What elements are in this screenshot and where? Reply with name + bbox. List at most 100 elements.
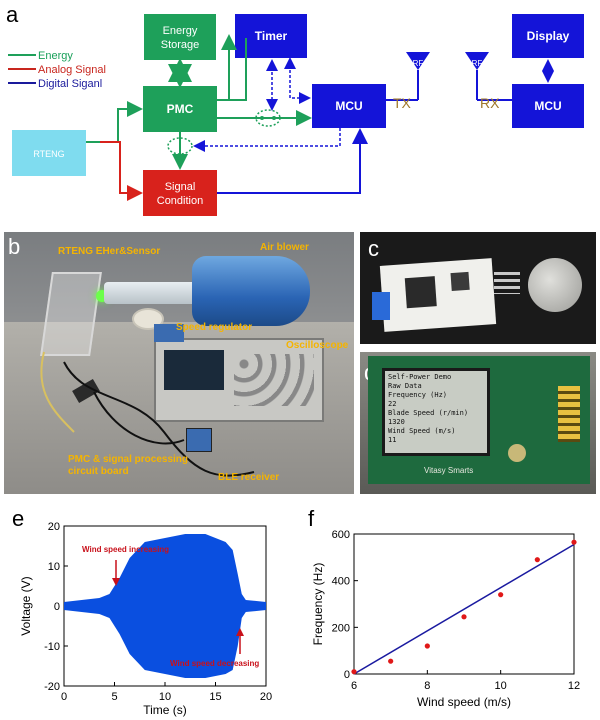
timer-label: Timer [255, 29, 288, 43]
arrow-decreasing-head [236, 628, 244, 636]
lcd-line: Wind Speed (m/s) [388, 427, 456, 435]
header-pins [494, 272, 520, 294]
legend-analog: Analog Signal [38, 64, 106, 76]
panel-b-photo: b RTENG EHer&Sensor Air blower Speed reg… [4, 232, 354, 494]
lcd-line: Raw Data [388, 382, 422, 390]
oscilloscope-screen [164, 350, 224, 390]
annotation-rteng: RTENG EHer&Sensor [58, 246, 161, 257]
display-block [512, 14, 584, 58]
lcd-line: 1320 [388, 418, 405, 426]
f-ytick-label: 400 [332, 576, 350, 588]
data-point [534, 557, 540, 563]
arrow-signal-mcu [217, 128, 368, 194]
legend-energy: Energy [38, 50, 73, 62]
f-xtick-label: 8 [424, 680, 430, 692]
circuit-board [379, 258, 497, 332]
annotation-pmc-board: PMC & signal processing circuit board [68, 454, 189, 477]
fit-line [353, 543, 575, 675]
f-ytick-label: 200 [332, 622, 350, 634]
arrow-mcu-switch [193, 128, 341, 152]
display-label: Display [527, 29, 570, 43]
panel-label-f: f [308, 506, 315, 531]
panel-c-photo: c [360, 232, 596, 344]
energy-storage-label-2: Storage [161, 39, 200, 51]
panel-label-e: e [12, 506, 25, 531]
rx-label: RX [480, 95, 500, 111]
coin [528, 258, 582, 312]
ble-receiver [186, 428, 212, 452]
panel-label-a: a [6, 2, 19, 27]
f-ytick-label: 600 [332, 529, 350, 541]
signal-condition-label-2: Condition [157, 195, 203, 207]
lcd-line: Frequency (Hz) [388, 391, 448, 399]
lcd-line: 11 [388, 436, 397, 444]
mcu-rx-label: MCU [534, 99, 561, 113]
source-label: RTENG [33, 149, 64, 159]
signal-condition-label-1: Signal [165, 181, 196, 193]
e-xtick-label: 0 [61, 691, 67, 703]
e-xtick-label: 20 [260, 691, 272, 703]
annotation-blower: Air blower [260, 242, 309, 253]
plot-frame-f [353, 533, 575, 675]
annot-decreasing: Wind speed decreasing [170, 659, 259, 668]
panel-a: a Energy Analog Signal Digital Siganl En… [0, 0, 600, 228]
cables [40, 351, 255, 477]
joystick [508, 444, 526, 462]
tx-label: TX [393, 95, 412, 111]
oscilloscope-knobs [234, 354, 314, 406]
rf-tx-antenna: RF [406, 52, 430, 100]
e-ylabel: Voltage (V) [19, 576, 33, 635]
mcu-rx-block [512, 84, 584, 128]
air-blower [192, 256, 310, 326]
lcd-line: Self-Power Demo [388, 373, 452, 381]
e-ytick-label: 0 [54, 601, 60, 613]
pmc-block [143, 86, 217, 132]
arrow-source-signal [100, 141, 143, 201]
energy-storage-block [144, 14, 216, 60]
f-xtick-label: 6 [351, 680, 357, 692]
speed-regulator [154, 324, 184, 342]
f-ytick-label: 0 [344, 669, 350, 681]
board-connector [372, 292, 390, 320]
data-point [388, 658, 394, 664]
signal-condition-block [143, 170, 217, 216]
f-ylabel: Frequency (Hz) [311, 563, 325, 646]
source-block [12, 130, 86, 176]
f-xlabel: Wind speed (m/s) [417, 695, 511, 709]
f-xtick-label: 10 [495, 680, 507, 692]
data-point [351, 669, 357, 675]
e-ytick-label: -10 [44, 641, 60, 653]
legend: Energy Analog Signal Digital Siganl [8, 50, 106, 90]
annotation-regulator: Speed regulator [176, 322, 253, 333]
annotation-ble: BLE receiver [218, 472, 280, 483]
lcd-screen: Self-Power Demo Raw Data Frequency (Hz) … [382, 368, 490, 456]
legend-digital: Digital Siganl [38, 78, 102, 90]
e-ytick-label: -20 [44, 681, 60, 693]
arrow-timer-mcu [284, 57, 311, 104]
rf-rx-label: RF [472, 59, 483, 68]
e-xtick-label: 5 [111, 691, 117, 703]
e-xtick-label: 15 [209, 691, 221, 703]
panel-label-b: b [8, 234, 21, 259]
mcu-tx-block [312, 84, 386, 128]
data-point [424, 643, 430, 649]
panel-f: f 6 8 10 12 0 200 400 600 Frequency (Hz) Wind s… [300, 500, 600, 720]
e-ytick-label: 10 [48, 561, 60, 573]
rf-rx-antenna: RF [465, 52, 489, 100]
annotation-oscilloscope: Oscilloscope [286, 340, 349, 351]
board-text: Vitasy Smarts [424, 466, 474, 475]
pmc-label: PMC [167, 102, 194, 116]
lcd-line: Blade Speed (r/min) [388, 409, 469, 417]
switch-mcu [167, 137, 193, 155]
data-point [571, 539, 577, 545]
rf-tx-label: RF [413, 59, 424, 68]
arrow-source-pmc [86, 101, 143, 143]
f-xtick-label: 12 [568, 680, 580, 692]
mcu-tx-label: MCU [335, 99, 362, 113]
annot-increasing: Wind speed increasing [82, 545, 169, 554]
oscilloscope [154, 338, 324, 422]
chart-frequency: 6 8 10 12 0 200 400 600 Frequency (Hz) Wind spe… [311, 529, 580, 709]
lcd-line: 22 [388, 400, 397, 408]
